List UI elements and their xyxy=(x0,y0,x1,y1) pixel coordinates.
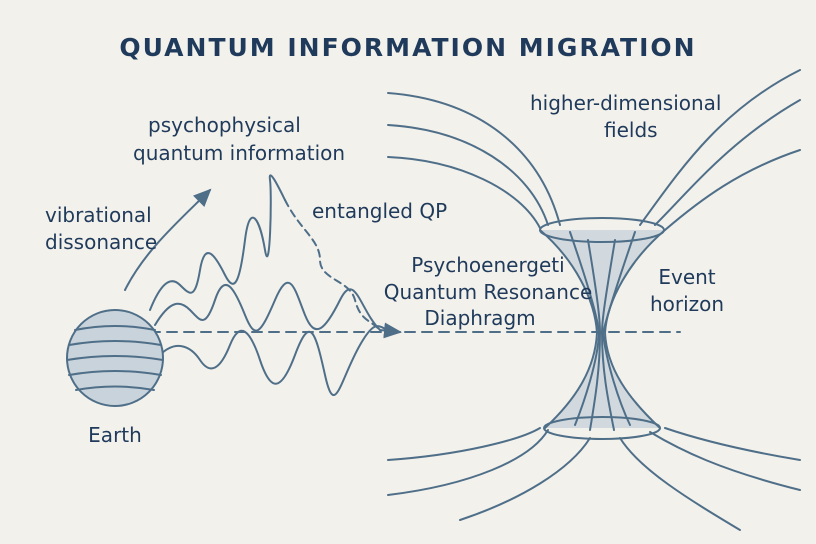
label-fields: fields xyxy=(604,118,658,142)
label-psychoenergeti: Psychoenergeti xyxy=(411,253,564,277)
label-psychophysical: psychophysical xyxy=(148,113,301,137)
event-horizon-wormhole xyxy=(539,217,666,440)
label-quantum-resonance: Quantum Resonance xyxy=(384,280,593,304)
vibrational-arrow xyxy=(124,188,212,291)
label-diaphragm: Diaphragm xyxy=(424,306,535,330)
wave-lines xyxy=(124,174,402,397)
label-horizon: horizon xyxy=(650,292,724,316)
diagram-title: QUANTUM INFORMATION MIGRATION xyxy=(119,33,696,62)
label-event: Event xyxy=(658,265,715,289)
higher-dimensional-field-lines xyxy=(387,69,801,531)
label-vibrational: vibrational xyxy=(45,203,152,227)
label-dissonance: dissonance xyxy=(45,230,157,254)
label-earth: Earth xyxy=(88,423,142,447)
earth-globe xyxy=(66,309,164,407)
label-quantum-information: quantum information xyxy=(133,141,345,165)
label-entangled-qp: entangled QP xyxy=(312,199,447,223)
label-higher-dimensional: higher-dimensional xyxy=(530,91,721,115)
